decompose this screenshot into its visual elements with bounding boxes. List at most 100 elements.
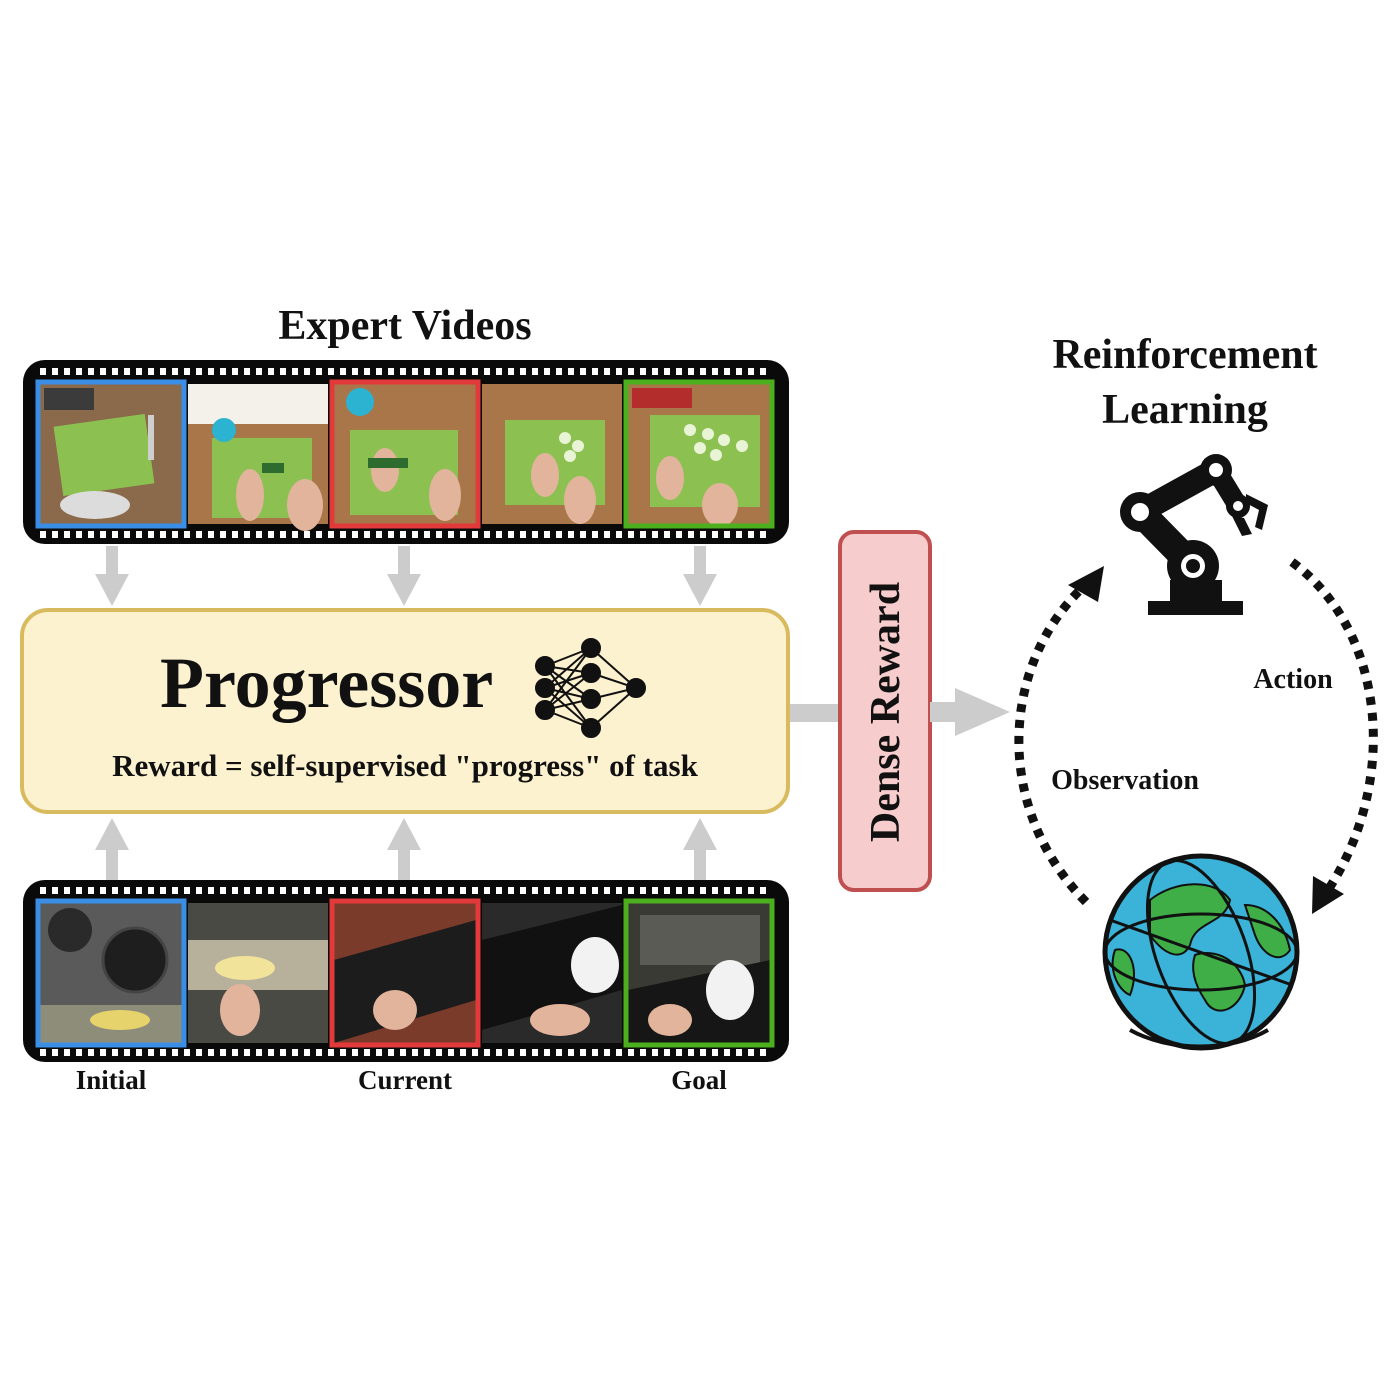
perforation-hole bbox=[460, 531, 466, 538]
action-label: Action bbox=[1253, 664, 1333, 695]
perforation-hole bbox=[760, 1049, 766, 1056]
perforation-hole bbox=[544, 531, 550, 538]
perforation-hole bbox=[388, 368, 394, 375]
perforation-hole bbox=[472, 1049, 478, 1056]
perforation-hole bbox=[196, 887, 202, 894]
perforation-hole bbox=[688, 368, 694, 375]
perforation-hole bbox=[160, 531, 166, 538]
observation-label: Observation bbox=[1051, 765, 1199, 796]
perforation-hole bbox=[52, 887, 58, 894]
perforation-hole bbox=[520, 887, 526, 894]
perforation-hole bbox=[40, 1049, 46, 1056]
perforation-hole bbox=[232, 368, 238, 375]
perforation-hole bbox=[676, 887, 682, 894]
perforation-hole bbox=[208, 531, 214, 538]
perforation-hole bbox=[532, 887, 538, 894]
perforation-hole bbox=[568, 368, 574, 375]
perforation-hole bbox=[580, 1049, 586, 1056]
perforation-hole bbox=[388, 1049, 394, 1056]
perforation-hole bbox=[388, 887, 394, 894]
perforation-hole bbox=[604, 887, 610, 894]
perforation-hole bbox=[280, 1049, 286, 1056]
perforation-hole bbox=[580, 887, 586, 894]
perforation-hole bbox=[112, 368, 118, 375]
perforation-hole bbox=[712, 531, 718, 538]
perforation-hole bbox=[484, 1049, 490, 1056]
perforation-hole bbox=[520, 531, 526, 538]
perforation-hole bbox=[304, 368, 310, 375]
filmstrip-perforations-bottom bbox=[40, 531, 766, 538]
perforation-hole bbox=[172, 887, 178, 894]
action-arrow bbox=[1289, 558, 1378, 914]
perforation-hole bbox=[592, 531, 598, 538]
perforation-hole bbox=[184, 1049, 190, 1056]
perforation-hole bbox=[304, 1049, 310, 1056]
rollout-frame-initial bbox=[35, 898, 187, 1048]
perforation-hole bbox=[580, 368, 586, 375]
perforation-hole bbox=[748, 531, 754, 538]
perforation-hole bbox=[76, 1049, 82, 1056]
expert-frame-initial bbox=[35, 379, 187, 529]
perforation-hole bbox=[220, 531, 226, 538]
expert-video-filmstrip bbox=[23, 360, 789, 544]
perforation-hole bbox=[544, 1049, 550, 1056]
perforation-hole bbox=[616, 1049, 622, 1056]
perforation-hole bbox=[112, 887, 118, 894]
perforation-hole bbox=[700, 531, 706, 538]
perforation-hole bbox=[424, 1049, 430, 1056]
observation-to-progressor-arrows bbox=[95, 818, 717, 882]
perforation-hole bbox=[508, 1049, 514, 1056]
perforation-hole bbox=[640, 368, 646, 375]
perforation-hole bbox=[112, 531, 118, 538]
expert-frame-2 bbox=[188, 384, 328, 531]
initial-label: Initial bbox=[75, 1065, 147, 1095]
perforation-hole bbox=[748, 887, 754, 894]
perforation-hole bbox=[736, 887, 742, 894]
perforation-hole bbox=[628, 887, 634, 894]
perforation-hole bbox=[676, 1049, 682, 1056]
perforation-hole bbox=[400, 887, 406, 894]
perforation-hole bbox=[556, 531, 562, 538]
perforation-hole bbox=[76, 531, 82, 538]
perforation-hole bbox=[76, 368, 82, 375]
perforation-hole bbox=[460, 887, 466, 894]
perforation-hole bbox=[448, 1049, 454, 1056]
perforation-hole bbox=[496, 368, 502, 375]
perforation-hole bbox=[268, 368, 274, 375]
rl-title-line2: Learning bbox=[1102, 387, 1268, 433]
perforation-hole bbox=[424, 368, 430, 375]
perforation-hole bbox=[556, 1049, 562, 1056]
perforation-hole bbox=[292, 887, 298, 894]
perforation-hole bbox=[352, 887, 358, 894]
perforation-hole bbox=[340, 887, 346, 894]
perforation-hole bbox=[196, 368, 202, 375]
perforation-hole bbox=[52, 531, 58, 538]
perforation-hole bbox=[508, 887, 514, 894]
perforation-hole bbox=[532, 531, 538, 538]
perforation-hole bbox=[88, 1049, 94, 1056]
perforation-hole bbox=[364, 368, 370, 375]
perforation-hole bbox=[448, 368, 454, 375]
perforation-hole bbox=[568, 1049, 574, 1056]
perforation-hole bbox=[640, 531, 646, 538]
perforation-hole bbox=[208, 1049, 214, 1056]
perforation-hole bbox=[148, 1049, 154, 1056]
perforation-hole bbox=[664, 368, 670, 375]
reward-to-rl-arrow bbox=[930, 688, 1010, 736]
perforation-hole bbox=[220, 368, 226, 375]
perforation-hole bbox=[736, 531, 742, 538]
perforation-hole bbox=[88, 887, 94, 894]
perforation-hole bbox=[148, 368, 154, 375]
perforation-hole bbox=[724, 887, 730, 894]
perforation-hole bbox=[448, 531, 454, 538]
perforation-hole bbox=[256, 531, 262, 538]
perforation-hole bbox=[736, 368, 742, 375]
perforation-hole bbox=[424, 887, 430, 894]
perforation-hole bbox=[160, 368, 166, 375]
perforation-hole bbox=[628, 531, 634, 538]
perforation-hole bbox=[52, 368, 58, 375]
perforation-hole bbox=[484, 887, 490, 894]
perforation-hole bbox=[304, 887, 310, 894]
progressor-box bbox=[20, 608, 790, 814]
